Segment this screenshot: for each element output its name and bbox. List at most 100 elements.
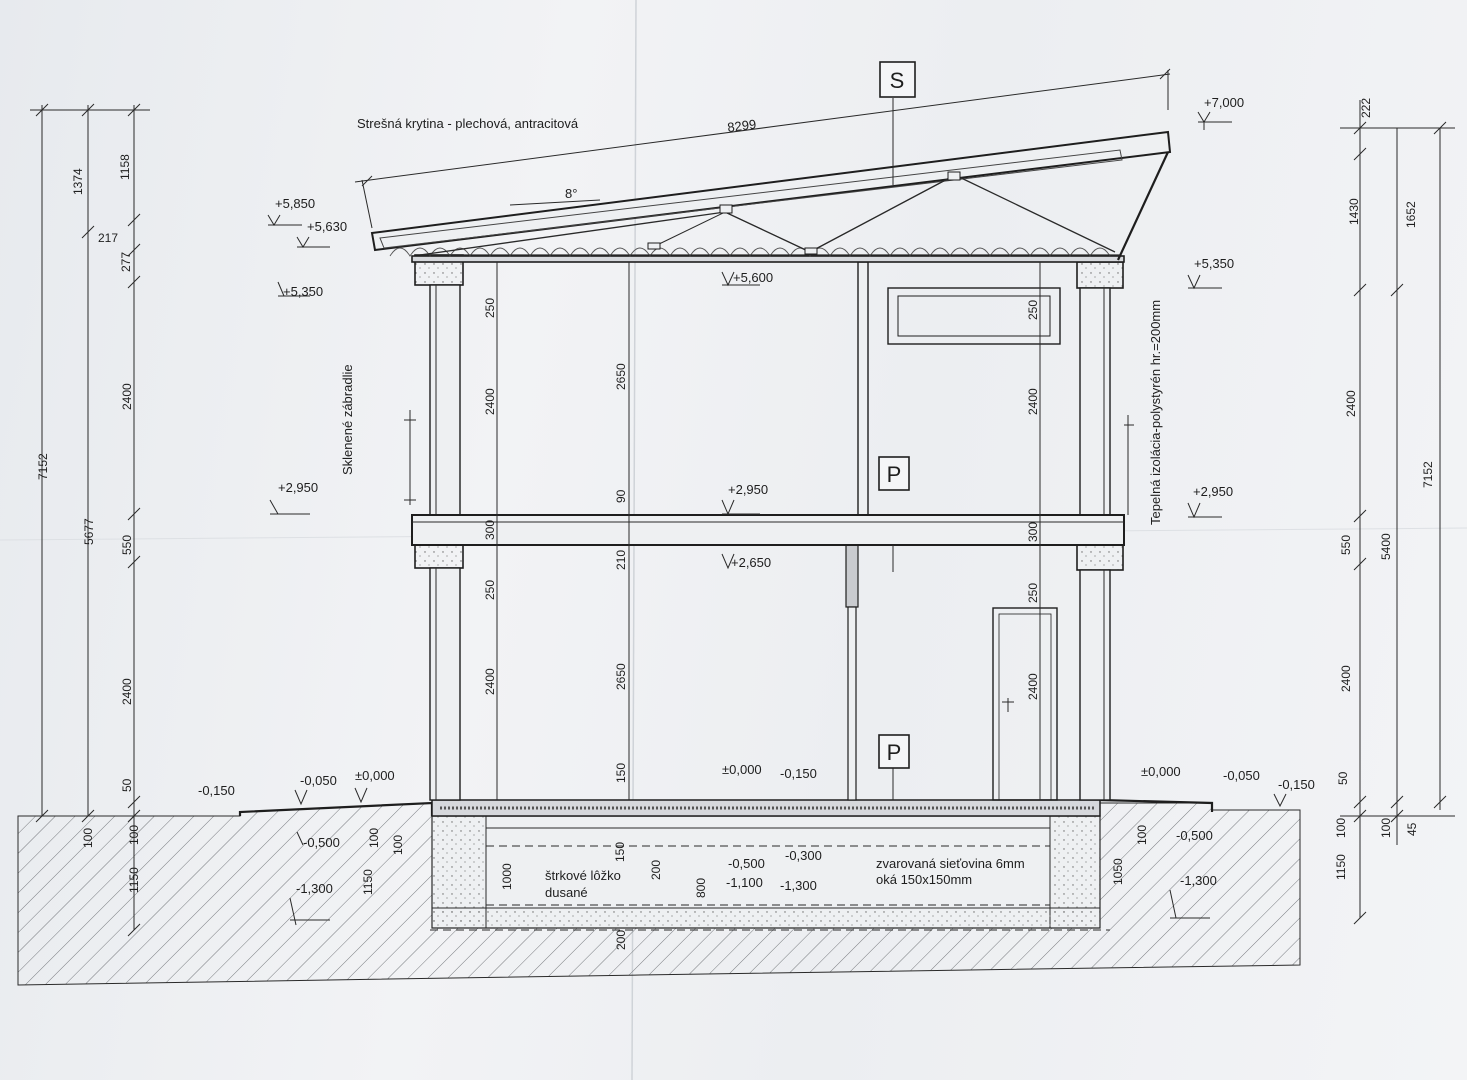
dim-left-1158: 1158: [118, 154, 132, 180]
dim-right-45: 45: [1405, 822, 1419, 836]
level-2650: +2,650: [731, 555, 771, 570]
level-0000-left: ±0,000: [355, 768, 395, 783]
dim-mid-100c: 100: [1135, 825, 1149, 845]
roof-covering-note: Strešná krytina - plechová, antracitová: [357, 116, 579, 131]
dim-mid-2400a: 2400: [483, 388, 497, 415]
dim-mid-2400d: 2400: [1026, 673, 1040, 700]
dim-left-2400a: 2400: [120, 383, 134, 410]
dim-mid-300b: 300: [1026, 522, 1040, 542]
floor-slab: [411, 255, 1125, 546]
dim-mid-250c: 250: [1026, 300, 1040, 320]
dim-left-217: 217: [98, 231, 118, 245]
dim-left-100a: 100: [81, 828, 95, 848]
dim-mid-1000: 1000: [500, 863, 514, 890]
level-m0300-mid: -0,300: [785, 848, 822, 863]
dimension-ticks: [35, 103, 1447, 937]
dim-mid-2650b: 2650: [614, 663, 628, 690]
section-marker: [879, 61, 916, 98]
dim-right-100a: 100: [1334, 818, 1348, 838]
window-pane: [897, 295, 1051, 337]
door-leaf: [998, 613, 1052, 801]
dim-right-2400b: 2400: [1339, 665, 1353, 692]
level-m0050-right: -0,050: [1223, 768, 1260, 783]
level-m1100-mid: -1,100: [726, 875, 763, 890]
dim-right-7152: 7152: [1421, 461, 1435, 488]
dim-right-1652: 1652: [1404, 201, 1418, 228]
gravel-bed-note-2: dusané: [545, 885, 588, 900]
level-2950-right: +2,950: [1193, 484, 1233, 499]
dim-left-100b: 100: [127, 825, 141, 845]
floor-marker-lower: [878, 734, 910, 769]
roof: [354, 68, 1172, 261]
level-m0050-left: -0,050: [300, 773, 337, 788]
dim-right-2400a: 2400: [1344, 390, 1358, 417]
insulation-note: Tepelná izolácia-polystyrén hr.=200mm: [1148, 300, 1163, 525]
floor-marker-upper-label: P: [887, 462, 902, 487]
railing-right: [1124, 415, 1134, 515]
dim-mid-2400b: 2400: [483, 668, 497, 695]
roof-length-dim: 8299: [726, 116, 757, 135]
level-top: +7,000: [1204, 95, 1244, 110]
dimension-chains: [30, 100, 1455, 930]
dim-left-50: 50: [120, 778, 134, 792]
dim-mid-200a: 200: [649, 860, 663, 880]
level-0000-mid: ±0,000: [722, 762, 762, 777]
level-m1300-left: -1,300: [296, 881, 333, 896]
dim-right-1430: 1430: [1347, 198, 1361, 225]
dim-right-100b: 100: [1379, 818, 1393, 838]
mesh-note: zvarovaná sieťovina 6mm: [876, 856, 1025, 871]
level-5600: +5,600: [733, 270, 773, 285]
dim-mid-250d: 250: [1026, 583, 1040, 603]
dim-left-2400b: 2400: [120, 678, 134, 705]
floor-marker-lower-label: P: [887, 740, 902, 765]
dim-mid-250a: 250: [483, 298, 497, 318]
level-m0500-mid: -0,500: [728, 856, 765, 871]
level-5350-left: +5,350: [283, 284, 323, 299]
dim-right-550: 550: [1339, 535, 1353, 555]
level-m1300-mid: -1,300: [780, 878, 817, 893]
mesh-note-2: oká 150x150mm: [876, 872, 972, 887]
dim-mid-150b: 150: [613, 842, 627, 862]
glass-railing: [404, 410, 416, 505]
dim-mid-100b: 100: [391, 835, 405, 855]
dim-mid-300: 300: [483, 520, 497, 540]
dim-left-1374: 1374: [71, 168, 85, 195]
gravel-bed-note: štrkové lôžko: [545, 868, 621, 883]
dim-left-1150: 1150: [127, 867, 141, 893]
level-2950-mid: +2,950: [728, 482, 768, 497]
level-m0150-left: -0,150: [198, 783, 235, 798]
level-m0500-right: -0,500: [1176, 828, 1213, 843]
dim-right-222: 222: [1359, 98, 1373, 118]
dim-left-550: 550: [120, 535, 134, 555]
door: [992, 607, 1058, 801]
level-m1300-right: -1,300: [1180, 873, 1217, 888]
dim-right-1150: 1150: [1334, 854, 1348, 880]
level-5350-right: +5,350: [1194, 256, 1234, 271]
dim-mid-150a: 150: [614, 763, 628, 783]
level-m0150-right: -0,150: [1278, 777, 1315, 792]
dim-left-7152: 7152: [36, 453, 50, 480]
glass-railing-note: Sklenené zábradlie: [340, 364, 355, 475]
window: [887, 287, 1061, 345]
dim-left-5677: 5677: [82, 518, 96, 545]
level-marker-icons: [267, 111, 1287, 926]
section-marker-label: S: [890, 68, 905, 93]
roof-pitch: 8°: [565, 186, 577, 201]
dim-mid-90: 90: [614, 489, 628, 503]
dim-left-277: 277: [119, 252, 133, 272]
floor-marker-upper: [878, 456, 910, 491]
level-2950-left: +2,950: [278, 480, 318, 495]
dim-mid-1050: 1050: [1111, 858, 1125, 885]
dim-mid-2650a: 2650: [614, 363, 628, 390]
interior-dimension-lines: [496, 98, 1041, 800]
dim-mid-1150: 1150: [361, 869, 375, 895]
dim-right-50: 50: [1336, 771, 1350, 785]
door-handle-icon: [1002, 698, 1014, 712]
dim-mid-210: 210: [614, 550, 628, 570]
dim-mid-200b: 200: [614, 930, 628, 950]
dim-right-5400: 5400: [1379, 533, 1393, 560]
level-0000-right: ±0,000: [1141, 764, 1181, 779]
dim-mid-800: 800: [694, 878, 708, 898]
